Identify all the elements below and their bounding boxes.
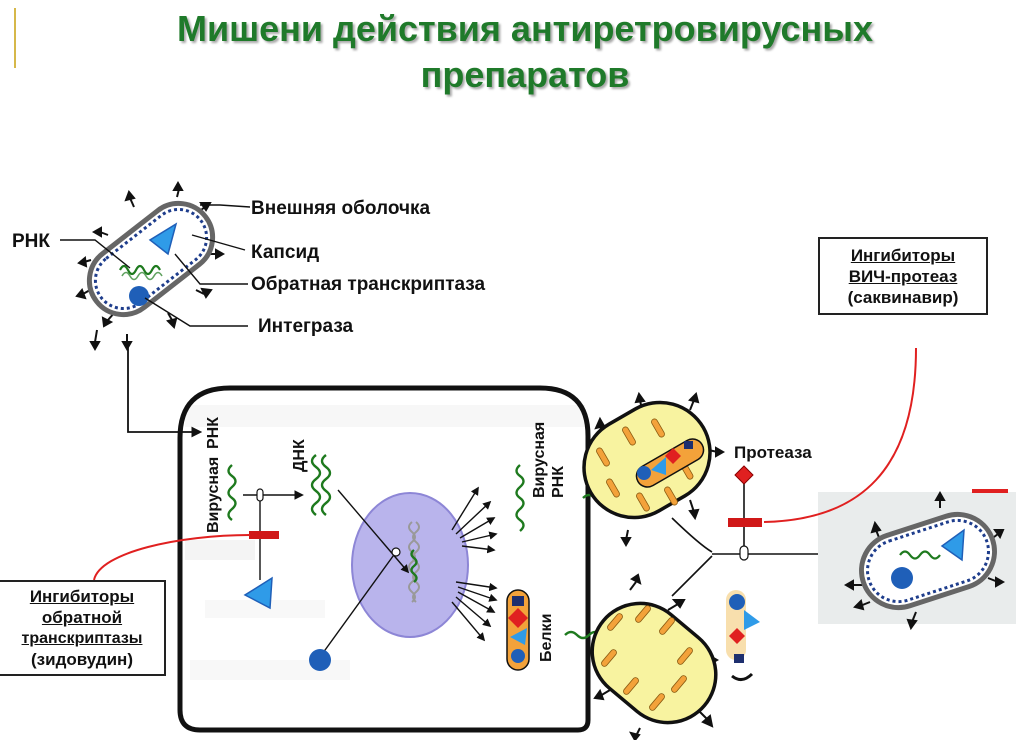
label-viral-rna-right-2: РНК: [550, 466, 567, 498]
viral-rna-strand-2: [515, 464, 525, 532]
upper-budding-particle: [582, 391, 726, 548]
transcription-arrows: [451, 486, 498, 554]
label-integrase: Интеграза: [258, 316, 354, 337]
protein-precursor: [506, 589, 530, 671]
cleaved-proteins: [726, 590, 760, 681]
svg-text:РНК: РНК: [550, 466, 567, 498]
lower-budding-particle: [590, 573, 720, 740]
label-rna: РНК: [12, 231, 50, 252]
free-virion: [75, 180, 226, 352]
virion-integrase-dot: [129, 286, 149, 306]
rt-inhibitors-line1: Ингибиторы: [29, 587, 135, 606]
viral-rna-strand-1: [227, 464, 237, 521]
mature-virion: [843, 490, 1006, 631]
rt-capsid-triangle: [243, 576, 273, 610]
entry-arrow: [127, 345, 203, 438]
page-title: Мишени действия антиретровирусных препар…: [60, 6, 990, 98]
protease-inhibitors-box: Ингибиторы ВИЧ-протеаз (саквинавир): [818, 237, 988, 315]
svg-text:Белки: Белки: [538, 614, 555, 662]
label-viral-rna-left: Вирусная РНК: [205, 417, 222, 533]
svg-text:РНК: РНК: [205, 417, 222, 449]
virion-rna-strand-2: [121, 271, 163, 281]
protease-node: [739, 545, 749, 561]
rt-inhibitor-bar: [249, 531, 279, 539]
label-reverse-transcriptase: Обратная транскриптаза: [251, 274, 485, 295]
rt-inhibitors-line3: транскриптазы: [21, 630, 143, 647]
label-capsid: Капсид: [251, 242, 319, 263]
virion-capsid-triangle: [148, 222, 178, 256]
integrase-junction: [391, 547, 401, 557]
label-proteins: Белки: [538, 614, 555, 662]
label-dna: ДНК: [291, 439, 308, 472]
protease-inhibitors-line3: (саквинавир): [847, 288, 959, 307]
rt-inhibitors-line2: обратной: [41, 608, 123, 627]
rt-inhibitors-box: Ингибиторы обратной транскриптазы (зидов…: [0, 580, 166, 676]
rt-inhibitor-leader: [93, 534, 251, 581]
title-line-1: Мишени действия антиретровирусных: [176, 8, 874, 49]
rt-inhibitors-line4: (зидовудин): [31, 650, 133, 669]
rt-arrow-node: [256, 488, 264, 502]
dna-to-nucleus-arrow: [337, 489, 410, 574]
virion-label-leaders: [60, 204, 251, 327]
translation-arrows: [451, 581, 498, 642]
protease-inhibitor-leader: [763, 347, 917, 523]
label-outer-envelope: Внешняя оболочка: [251, 198, 430, 219]
accent-bar: [14, 8, 16, 68]
cell-background-texture: [185, 405, 585, 680]
integrated-dna: [408, 521, 420, 603]
host-cell-membrane: [177, 385, 591, 733]
label-protease: Протеаза: [734, 443, 812, 462]
title-line-2: препаратов: [420, 54, 630, 95]
protease-inhibitor-bar: [728, 518, 762, 527]
integrase-to-nucleus-line: [319, 551, 397, 658]
maturation-arrows: [671, 480, 840, 597]
dna-strand-a: [310, 454, 322, 516]
protease-diamond: [734, 465, 754, 485]
svg-text:Вирусная: Вирусная: [531, 422, 548, 498]
virion-spikes: [75, 180, 226, 352]
virion-rna-strand: [119, 264, 161, 276]
mature-virion-panel-accent: [972, 489, 1008, 493]
dna-strand-b: [320, 454, 332, 516]
svg-text:Вирусная: Вирусная: [205, 457, 222, 533]
cell-integrase-dot: [309, 649, 331, 671]
protease-inhibitors-line1: Ингибиторы: [850, 246, 956, 265]
protease-inhibitors-line2: ВИЧ-протеаз: [848, 267, 958, 286]
svg-text:ДНК: ДНК: [291, 439, 308, 472]
label-viral-rna-right: Вирусная: [531, 422, 548, 498]
